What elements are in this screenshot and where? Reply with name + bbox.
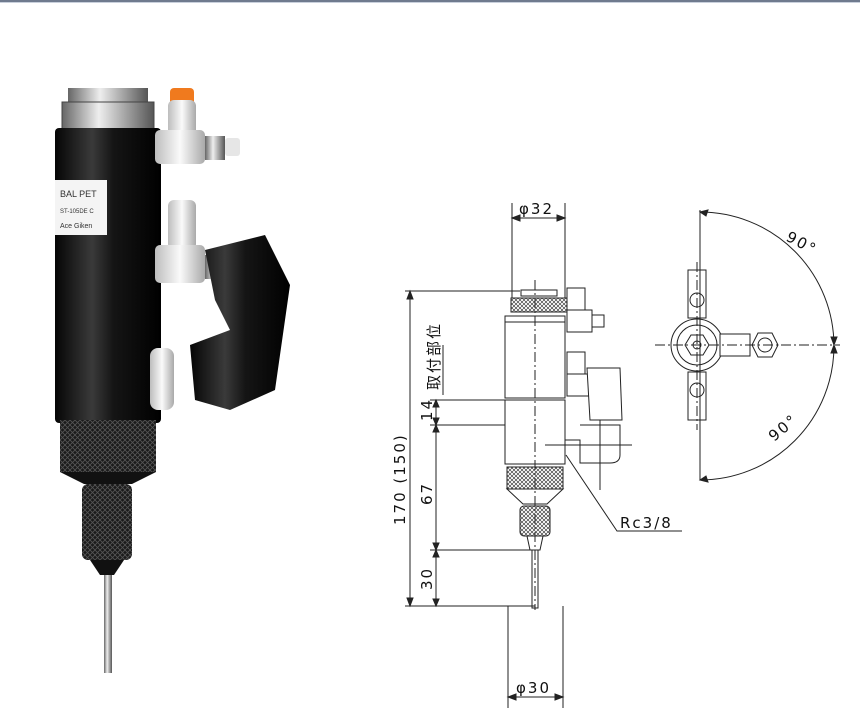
dim-diameter-top: φ32 <box>519 200 554 218</box>
lower-elbow-fitting <box>168 200 196 250</box>
lower-knurl <box>60 420 156 472</box>
knurled-nut <box>61 101 155 131</box>
dim-diameter-bottom: φ30 <box>516 679 551 697</box>
upper-elbow-fitting <box>155 130 205 164</box>
dim-30: 30 <box>418 567 436 590</box>
white-ring <box>150 348 174 410</box>
product-label <box>55 180 107 235</box>
black-elbow <box>190 235 290 410</box>
dispenser-photo: BAL PET ST-105DE C Ace Giken <box>55 88 290 673</box>
label-line2: ST-105DE C <box>60 209 94 215</box>
technical-drawing <box>405 203 840 708</box>
top-border <box>0 0 860 3</box>
label-line3: Ace Giken <box>60 223 92 230</box>
chuck <box>82 484 132 560</box>
top-cap <box>68 88 148 102</box>
label-line1: BAL PET <box>60 189 97 199</box>
dim-67: 67 <box>418 482 436 505</box>
dim-total-length: 170 (150) <box>391 433 409 525</box>
needle <box>104 575 112 673</box>
mount-position-label: 取付部位 <box>425 322 443 390</box>
dim-14: 14 <box>418 398 436 421</box>
port-thread-label: Rc3/8 <box>620 514 673 532</box>
main-body <box>55 128 161 423</box>
angle-upper: 90° <box>783 228 820 259</box>
